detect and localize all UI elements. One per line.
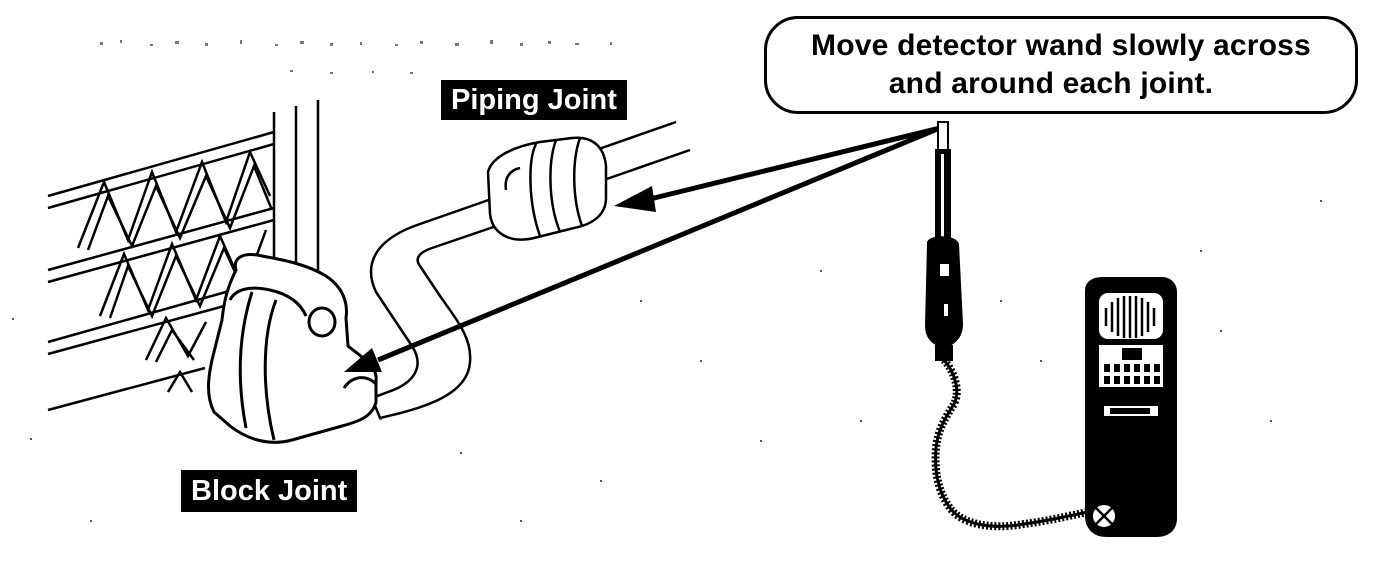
refrigerant-pipe bbox=[369, 120, 691, 420]
leak-detector-icon bbox=[924, 121, 1177, 537]
instruction-line-1: Move detector wand slowly across bbox=[811, 29, 1311, 62]
inspection-arrows bbox=[344, 125, 941, 372]
faint-header-speckle bbox=[100, 40, 612, 74]
piping-joint-nut-icon bbox=[486, 136, 608, 241]
scan-speckle bbox=[12, 200, 1322, 522]
block-joint-label: Block Joint bbox=[181, 470, 358, 512]
block-joint-icon bbox=[207, 253, 378, 444]
evaporator-coil-icon bbox=[47, 100, 320, 412]
piping-joint-label: Piping Joint bbox=[441, 80, 627, 120]
instruction-callout: Move detector wand slowly across and aro… bbox=[764, 16, 1358, 114]
instruction-line-2: and around each joint. bbox=[888, 67, 1214, 100]
